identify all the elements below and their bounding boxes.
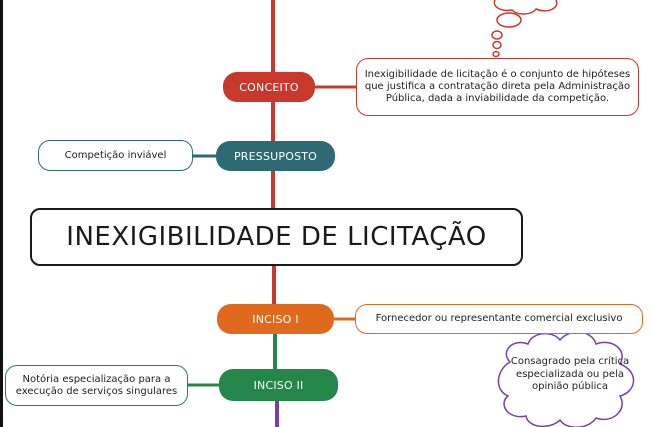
inciso-1-description: Fornecedor ou representante comercial ex… [355, 304, 643, 334]
pressuposto-node[interactable]: PRESSUPOSTO [216, 141, 335, 171]
central-title: INEXIGIBILIDADE DE LICITAÇÃO [30, 208, 523, 266]
concept-description: Inexigibilidade de licitação é o conjunt… [356, 58, 639, 116]
pressuposto-description: Competição inviável [38, 140, 193, 171]
inciso-2-description: Notória especialização para a execução d… [5, 365, 188, 406]
inciso-2-node[interactable]: INCISO II [219, 369, 338, 401]
thought-bubble-2 [491, 30, 503, 40]
cloud-note: Consagrado pela crítica especializada ou… [510, 356, 630, 392]
concept-node[interactable]: CONCEITO [223, 72, 315, 102]
thought-cloud-top [493, 0, 558, 15]
left-border [0, 0, 3, 427]
purple-cloud [497, 331, 635, 427]
thought-bubble-4 [492, 50, 500, 58]
thought-bubble-1 [496, 12, 522, 28]
thought-bubble-3 [492, 40, 502, 50]
inciso-1-node[interactable]: INCISO I [217, 304, 334, 334]
